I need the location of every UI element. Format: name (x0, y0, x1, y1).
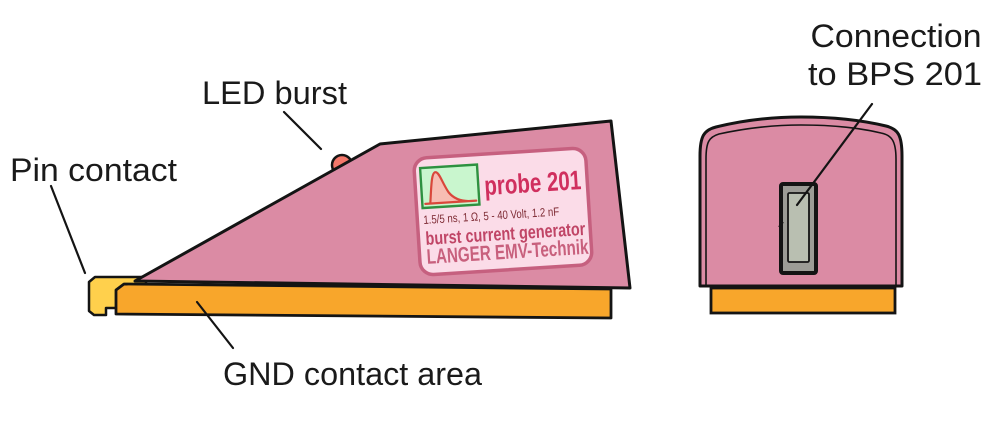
burst-pulse-waveform (424, 171, 478, 205)
burst-pulse-icon (418, 163, 481, 210)
connector-notch-mark (778, 221, 784, 228)
end-view-rim-line (705, 124, 897, 286)
leader-lines (49, 102, 874, 350)
leader-line-gnd-contact (195, 300, 235, 350)
bps-connector-recess (787, 192, 810, 263)
callout-pin-contact: Pin contact (10, 152, 177, 188)
callout-connection-line1: Connection (811, 18, 982, 54)
product-name: probe 201 (483, 165, 582, 201)
end-view-base (709, 286, 897, 315)
callout-gnd-contact-area: GND contact area (223, 356, 482, 392)
callout-connection-line2: to BPS 201 (808, 56, 982, 92)
side-view: probe 201 1.5/5 ns, 1 Ω, 5 - 40 Volt, 1.… (87, 119, 632, 320)
end-view (698, 115, 904, 315)
callout-labels: Pin contact LED burst GND contact area C… (10, 18, 982, 392)
leader-line-connection (795, 102, 874, 207)
product-label: probe 201 1.5/5 ns, 1 Ω, 5 - 40 Volt, 1.… (412, 146, 594, 277)
gnd-contact-bar (114, 282, 613, 320)
leader-line-pin-contact (49, 184, 87, 275)
callout-led-burst: LED burst (202, 75, 347, 111)
leader-line-led-burst (282, 110, 323, 151)
